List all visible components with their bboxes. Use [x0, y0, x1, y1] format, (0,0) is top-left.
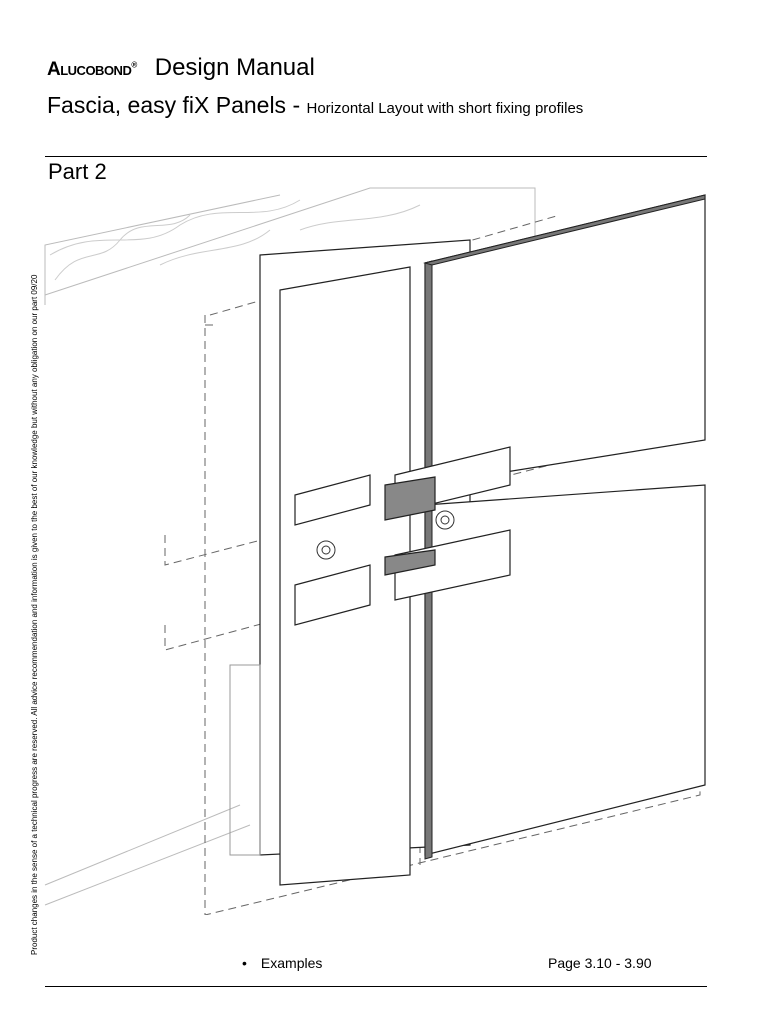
document-title: Design Manual [154, 54, 315, 81]
footer-list: • Examples [242, 955, 322, 971]
page-reference: Page 3.10 - 3.90 [548, 955, 652, 971]
header-brand: Alucobond® Design Manual [47, 54, 315, 82]
document-subtitle: Fascia, easy fiX Panels - Horizontal Lay… [47, 92, 583, 119]
brand-logo: Alucobond® [47, 59, 137, 81]
side-disclaimer: Product changes in the sense of a techni… [30, 274, 39, 955]
bullet-icon: • [242, 955, 247, 971]
subtitle-detail: Horizontal Layout with short fixing prof… [306, 100, 584, 117]
top-divider [45, 156, 707, 157]
brand-logo-text: Alucobond [47, 59, 132, 80]
technical-drawing [44, 187, 706, 915]
brand-mark: ® [131, 60, 137, 70]
subtitle-main: Fascia, easy fiX Panels - [47, 92, 307, 118]
bottom-divider [45, 986, 707, 987]
section-part-label: Part 2 [48, 159, 107, 184]
footer-item-examples[interactable]: Examples [260, 955, 323, 971]
